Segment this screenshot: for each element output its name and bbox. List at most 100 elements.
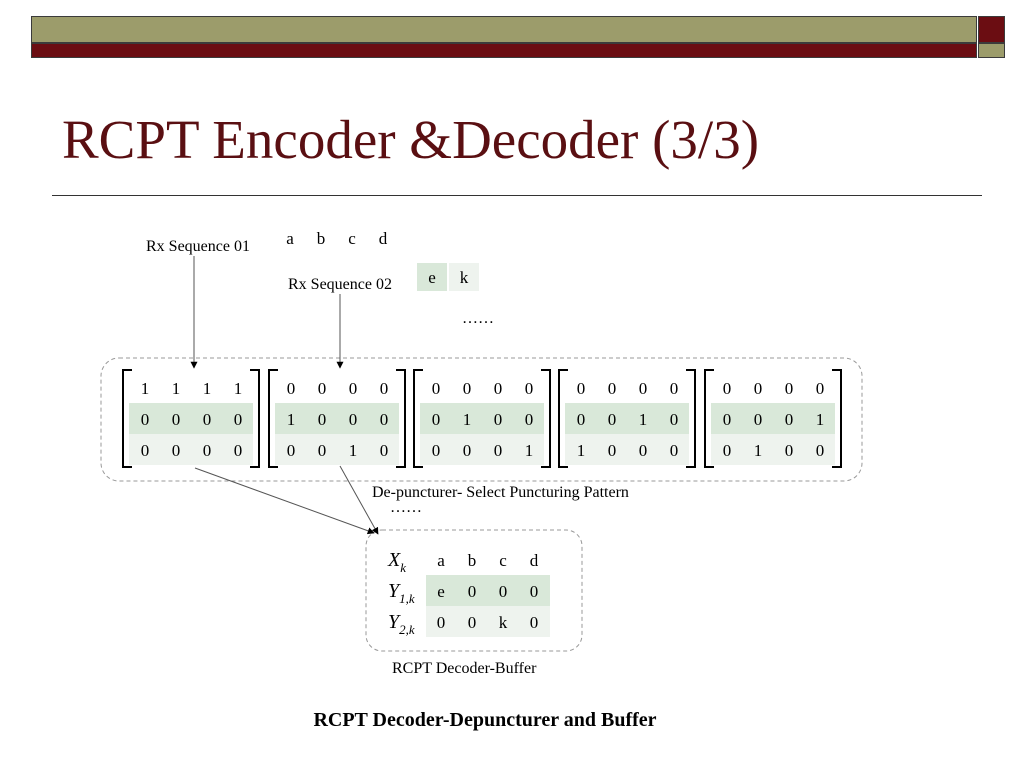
matrix-cell: 0 [816,441,825,460]
matrix-cell: 0 [754,379,763,398]
matrix-cell: 1 [754,441,763,460]
rx-seq-01-label: Rx Sequence 01 [146,238,250,255]
matrix-cell: 1 [349,441,358,460]
ellipsis-top: …… [462,310,494,327]
matrix-cell: 0 [525,410,534,429]
matrix-cell: 0 [432,379,441,398]
matrix-cell: 0 [670,379,679,398]
matrix-cell: 0 [608,410,617,429]
rx-seq-01-symbol: b [317,229,326,248]
matrix-cell: 1 [172,379,181,398]
matrix-cell: 0 [785,379,794,398]
buffer-cell: e [437,582,445,601]
matrix-right-bracket [250,369,260,468]
matrix-cell: 0 [318,441,327,460]
matrix-cell: 0 [234,441,243,460]
matrix-cell: 0 [234,410,243,429]
slide-title: RCPT Encoder &Decoder (3/3) [62,109,760,170]
matrix-cell: 0 [287,441,296,460]
matrix-cell: 0 [494,441,503,460]
buffer-cell: a [437,551,445,570]
matrix-row-shade [275,403,399,434]
buffer-cell: 0 [468,613,477,632]
header-square-maroon [978,16,1005,43]
matrix-cell: 0 [608,379,617,398]
buffer-row: Y1,k e 0 0 0 [388,575,550,606]
matrix-cell: 0 [577,410,586,429]
matrix-cell: 0 [723,441,732,460]
matrix-cell: 1 [577,441,586,460]
matrix-cell: 1 [525,441,534,460]
matrix-row-shade [565,434,689,465]
rx-seq-01-symbol: d [379,229,388,248]
matrix-cell: 0 [670,410,679,429]
title-rule [52,195,982,196]
matrix-cell: 0 [816,379,825,398]
matrix-cell: 0 [380,379,389,398]
buffer-label: RCPT Decoder-Buffer [392,660,537,677]
buffer-cell: k [499,613,508,632]
matrix-cell: 0 [380,410,389,429]
matrix-cell: 1 [816,410,825,429]
matrix-cell: 1 [141,379,150,398]
matrix-row-shade [711,403,835,434]
rx-seq-02-symbol: k [460,268,469,287]
matrix-cell: 0 [349,379,358,398]
matrix-cell: 0 [670,441,679,460]
matrix-right-bracket [686,369,696,468]
matrix-row-shade [420,434,544,465]
ellipsis-bottom: …… [390,499,422,516]
matrix-row-shade [129,434,253,465]
figure-caption: RCPT Decoder-Depuncturer and Buffer [313,709,657,731]
matrix-cell: 0 [608,441,617,460]
matrix-cell: 0 [723,379,732,398]
matrix-cell: 0 [494,410,503,429]
matrix-cell: 0 [318,410,327,429]
buffer-container [365,529,583,652]
buffer-row-label: Y1,k [388,580,415,606]
matrix-cell: 0 [380,441,389,460]
arrow-matrix1-to-buffer [194,467,375,535]
buffer-cell: 0 [468,582,477,601]
matrix-row-shade [275,434,399,465]
buffer-row-label: Y2,k [388,611,415,637]
matrix-cell: 0 [141,410,150,429]
matrix-cell: 1 [203,379,212,398]
matrix-cell: 0 [318,379,327,398]
matrix-right-bracket [396,369,406,468]
matrix-cell: 0 [723,410,732,429]
matrix-cell: 1 [234,379,243,398]
matrix-cell: 0 [754,410,763,429]
matrix-cell: 0 [172,441,181,460]
matrix-left-bracket [704,369,714,468]
buffer-cell: 0 [499,582,508,601]
puncturing-matrices: 1 1 1 1 0 0 0 0 0 0 0 0 0 0 0 0 1 0 0 0 0 0 1 0 0 0 0 0 0 1 0 0 0 0 0 1 0 0 0 0… [122,369,842,468]
matrix-cell: 1 [639,410,648,429]
buffer-cell: c [499,551,507,570]
matrix-row-shade [129,403,253,434]
rx-seq-02-cell-shade [417,263,447,291]
matrix-cell: 0 [172,410,181,429]
matrix-cell: 0 [785,410,794,429]
matrix-left-bracket [413,369,423,468]
matrix-cell: 0 [287,379,296,398]
matrix-row-shade [711,434,835,465]
rx-seq-02-label: Rx Sequence 02 [288,276,392,293]
buffer-cell: d [530,551,539,570]
matrix-cell: 0 [639,379,648,398]
matrix-left-bracket [268,369,278,468]
depuncturer-label: De-puncturer- Select Puncturing Pattern [372,484,629,501]
buffer-row-shade [426,606,550,637]
matrix-cell: 0 [432,441,441,460]
rx-seq-01-symbol: a [286,229,294,248]
buffer-cell: 0 [530,582,539,601]
buffer-row-shade [426,575,550,606]
header-bar-olive [31,16,977,43]
matrix-cell: 0 [525,379,534,398]
